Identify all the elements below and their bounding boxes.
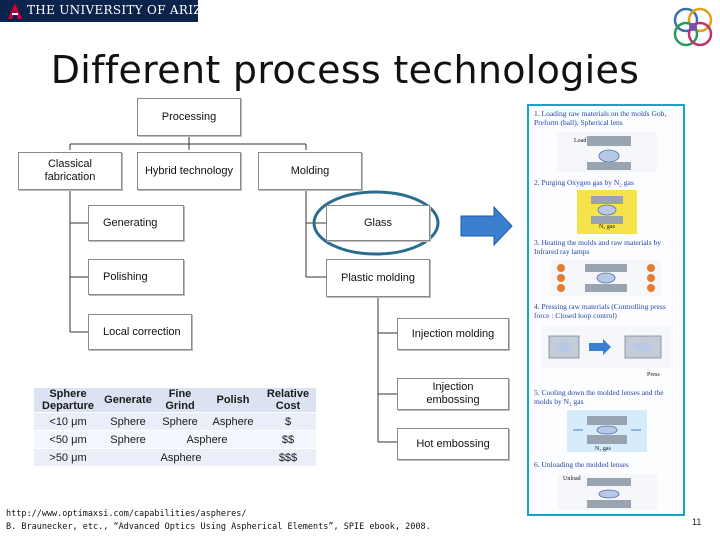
step-2-tag: N₂ gas: [599, 224, 615, 230]
step-4-text: 4. Pressing raw materials (Controlling p…: [534, 302, 666, 320]
injection-molding-node: Injection molding: [397, 318, 509, 350]
step-3-text: 3. Heating the molds and raw materials b…: [534, 238, 662, 256]
step-5-tag: N₂ gas: [595, 446, 611, 452]
step-3-figure: [551, 260, 661, 296]
step-5-text: 5. Cooling down the molded lenses and th…: [534, 388, 664, 406]
plastic-molding-node: Plastic molding: [326, 259, 430, 297]
step-4-figure: [541, 326, 671, 368]
molding-node: Molding: [258, 152, 362, 190]
table-row: <50 μm Sphere Asphere $$: [34, 430, 316, 449]
step-4-tag: Press: [647, 372, 660, 378]
table-header-row: Sphere Departure Generate Fine Grind Pol…: [34, 388, 316, 413]
header-fine-grind: Fine Grind: [154, 388, 206, 413]
step-6-figure: [557, 474, 657, 510]
classical-fabrication-node: Classical fabrication: [18, 152, 122, 190]
arrow-right-icon: [460, 205, 513, 247]
hybrid-technology-node: Hybrid technology: [137, 152, 241, 190]
processing-node: Processing: [137, 98, 241, 136]
glass-node: Glass: [326, 205, 430, 241]
hot-embossing-node: Hot embossing: [397, 428, 509, 460]
university-name: THE UNIVERSITY OF ARIZONA: [27, 3, 232, 17]
reference-citation: B. Braunecker, etc., “Advanced Optics Us…: [6, 522, 431, 532]
reference-link[interactable]: http://www.optimaxsi.com/capabilities/as…: [6, 509, 247, 519]
step-5-figure: [567, 410, 647, 452]
generating-node: Generating: [88, 205, 184, 241]
step-1-text: 1. Loading raw materials on the molds Go…: [534, 109, 667, 127]
step-2-figure: [577, 190, 637, 234]
step-2-text: 2. Purging Oxygen gas by N₂ gas: [534, 178, 634, 187]
table-row: >50 μm Asphere $$$: [34, 448, 316, 466]
university-header-bar: THE UNIVERSITY OF ARIZONA: [0, 0, 232, 22]
header-polish: Polish: [206, 388, 260, 413]
step-1-tag: Load: [574, 138, 587, 144]
university-a-logo-icon: [8, 3, 22, 19]
header-sphere-departure: Sphere Departure: [34, 388, 102, 413]
step-1-figure: [557, 132, 657, 172]
process-cost-table: Sphere Departure Generate Fine Grind Pol…: [34, 388, 316, 466]
center-logo-icon: [673, 7, 713, 47]
table-row: <10 μm Sphere Sphere Asphere $: [34, 412, 316, 431]
references: http://www.optimaxsi.com/capabilities/as…: [6, 508, 431, 534]
step-6-text: 6. Unloading the molded lenses: [534, 460, 629, 469]
local-correction-node: Local correction: [88, 314, 192, 350]
page-title: Different process technologies: [50, 48, 640, 92]
glass-highlight-ellipse: [312, 190, 440, 256]
header-relative-cost: Relative Cost: [260, 388, 316, 413]
polishing-node: Polishing: [88, 259, 184, 295]
glass-molding-steps-panel: 1. Loading raw materials on the molds Go…: [527, 104, 685, 516]
injection-embossing-node: Injection embossing: [397, 378, 509, 410]
header-generate: Generate: [102, 388, 154, 413]
step-6-tag: Unload: [563, 476, 581, 482]
page-number: 11: [692, 517, 702, 527]
